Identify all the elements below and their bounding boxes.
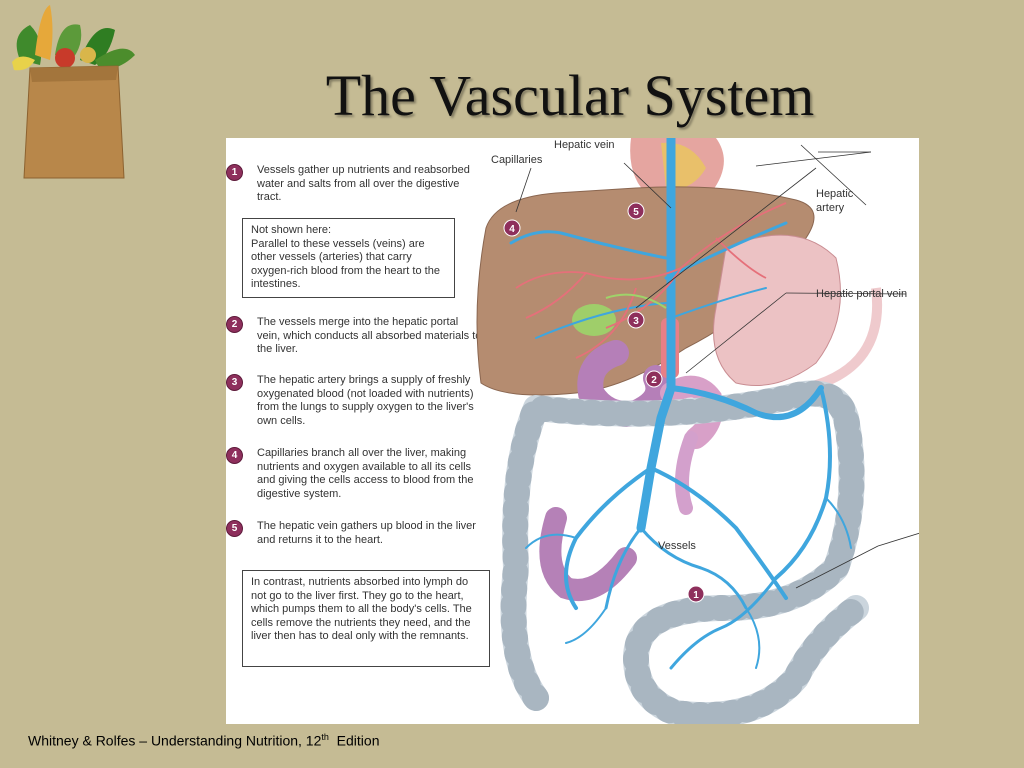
page-title: The Vascular System [325,63,815,128]
footer-superscript: th [321,732,329,742]
grocery-bag-logo [12,5,135,179]
note-text: Parallel to these vessels (veins) are ot… [251,237,440,291]
stomach-shape [713,234,841,386]
label-hepatic-vein: Hepatic vein [554,139,615,151]
digestive-vascular-diagram: 3 5 4 2 1 [476,138,919,724]
svg-text:3: 3 [633,316,639,327]
note-heading: Not shown here: [251,224,332,236]
svg-text:4: 4 [509,224,515,235]
step-number-badge: 2 [226,316,243,333]
step-number-badge: 4 [226,447,243,464]
step-text: Capillaries branch all over the liver, m… [257,447,474,500]
label-hepatic-artery-line2: artery [816,202,845,214]
vegetables-icon [12,5,135,71]
note-box: Not shown here: Parallel to these vessel… [242,218,455,298]
footer-citation: Whitney & Rolfes – Understanding Nutriti… [28,732,379,749]
label-capillaries: Capillaries [491,154,543,166]
step-number-badge: 3 [226,374,243,391]
footer-text: Whitney & Rolfes – Understanding Nutriti… [28,732,322,749]
step-text: Vessels gather up nutrients and reabsorb… [257,164,470,203]
label-hepatic-artery-line1: Hepatic [816,188,854,200]
paper-bag-icon [23,65,125,179]
diagram-panel: 1 Vessels gather up nutrients and reabso… [226,138,919,724]
step-text: The hepatic artery brings a supply of fr… [257,374,474,427]
contrast-text: In contrast, nutrients absorbed into lym… [251,576,472,642]
svg-text:1: 1 [693,590,699,601]
gallbladder-shape [572,304,616,336]
svg-text:2: 2 [651,375,657,386]
label-hepatic-portal-vein: Hepatic portal vein [816,288,908,300]
svg-text:5: 5 [633,207,639,218]
arteries [515,202,787,359]
step-number-badge: 1 [226,164,243,181]
step-number-badge: 5 [226,520,243,537]
step-text: The hepatic vein gathers up blood in the… [257,520,476,546]
step-text: The vessels merge into the hepatic porta… [257,316,482,355]
label-vessels: Vessels [658,540,696,552]
contrast-box: In contrast, nutrients absorbed into lym… [242,570,490,667]
diagram-badges: 3 5 4 2 1 [503,202,705,603]
footer-edition: Edition [328,732,380,749]
